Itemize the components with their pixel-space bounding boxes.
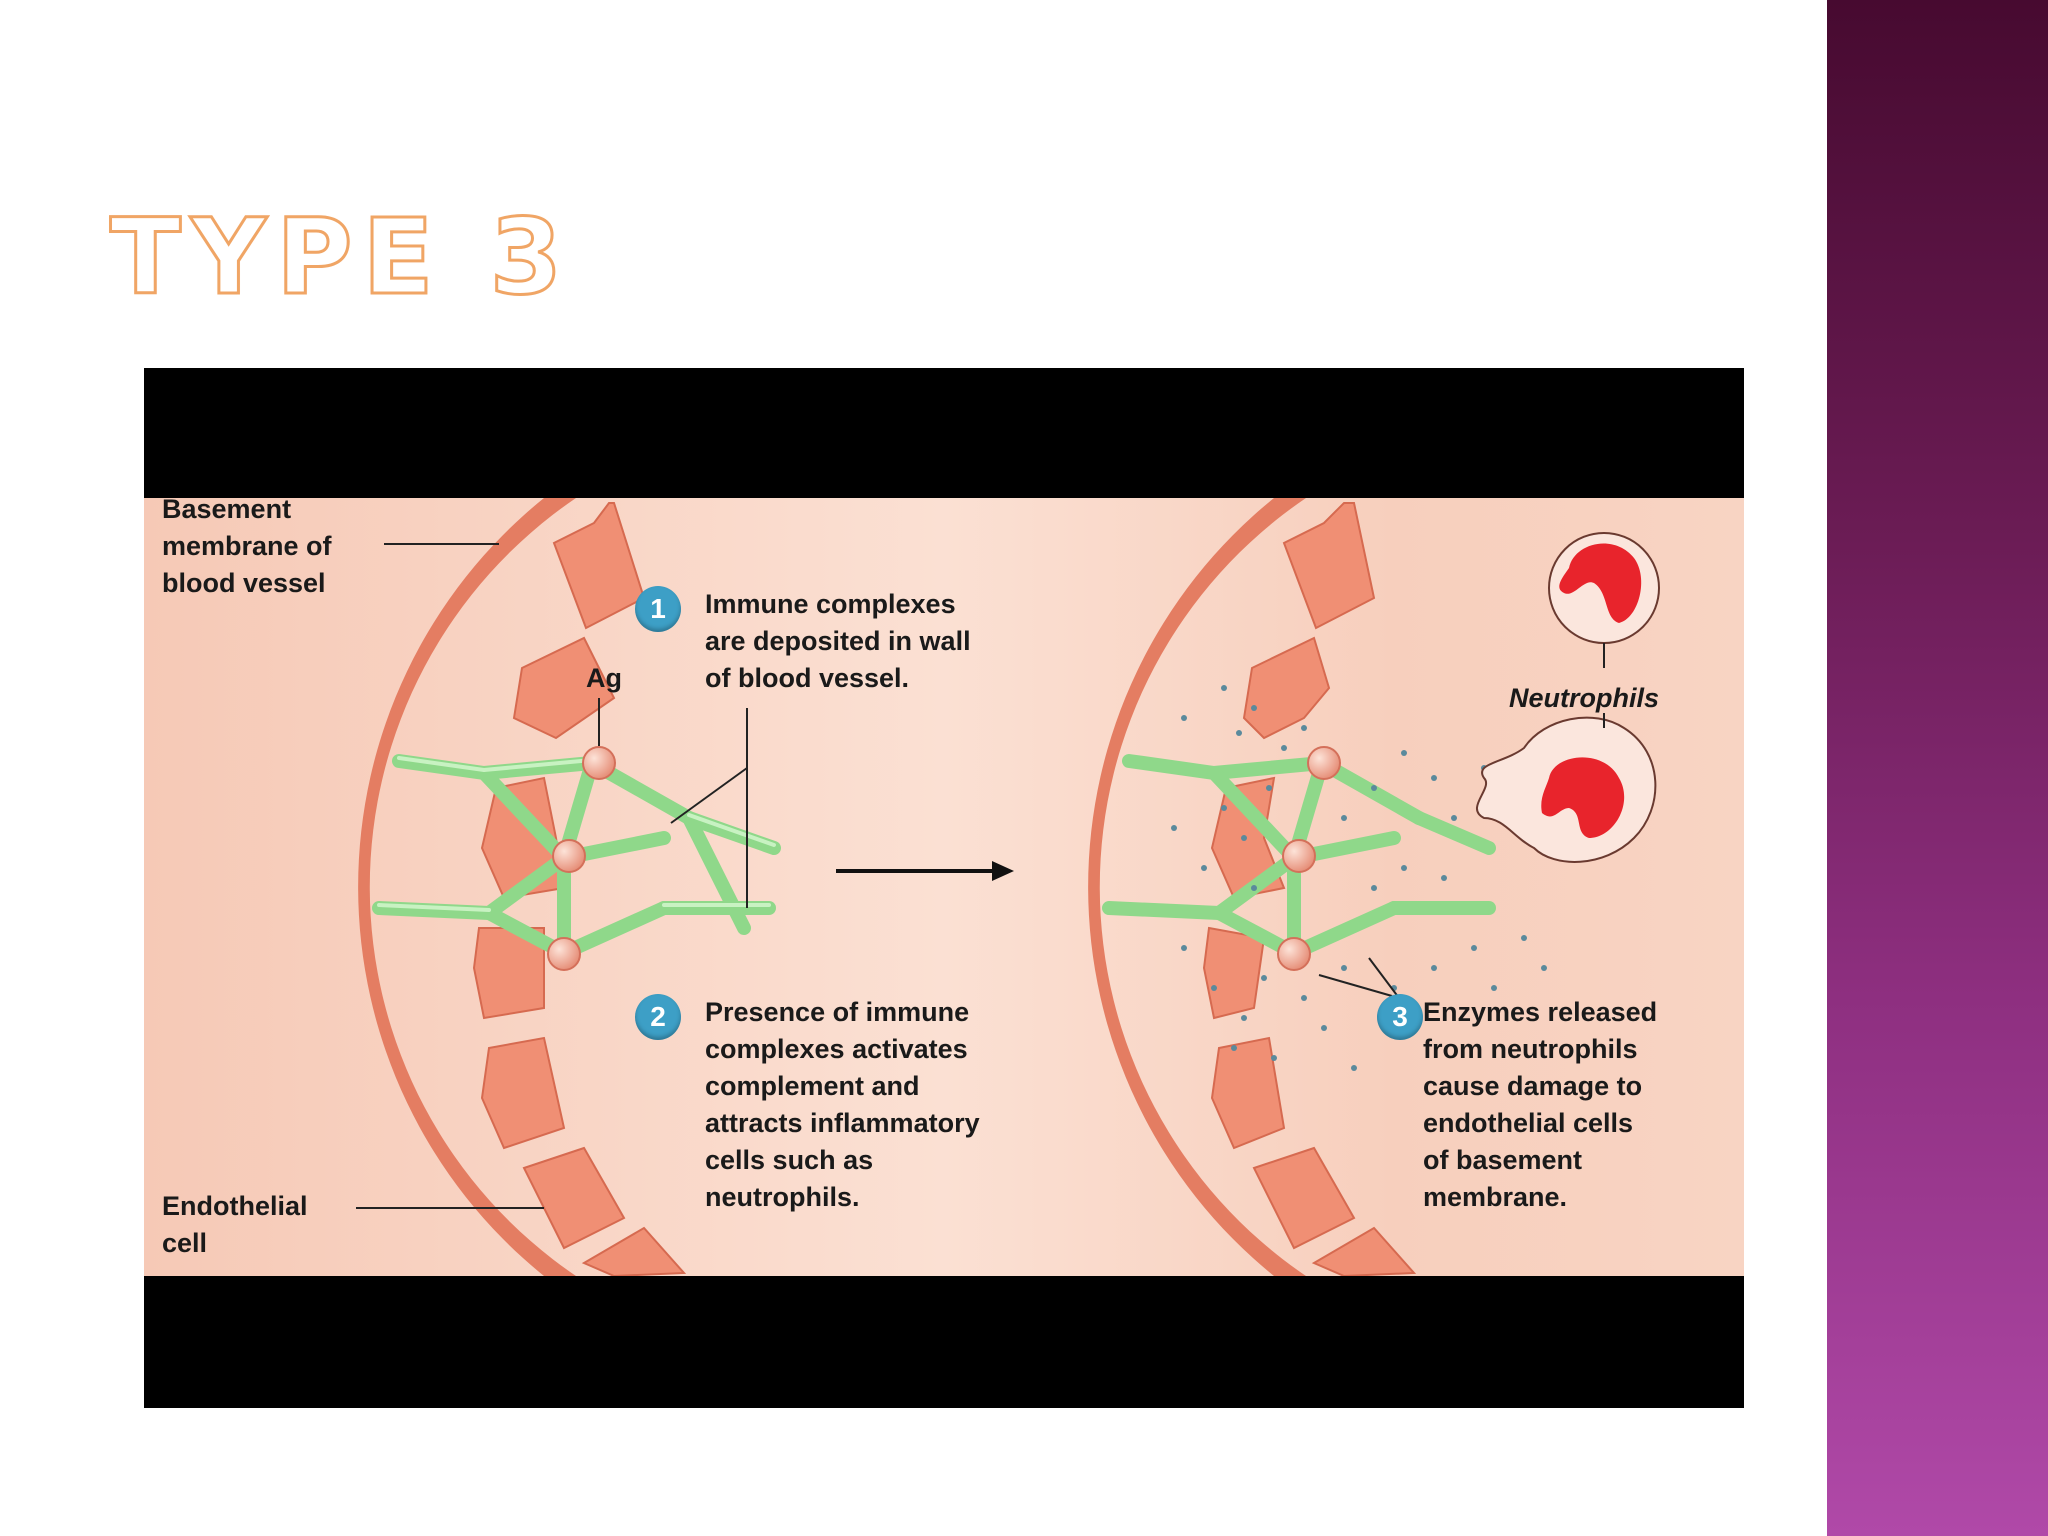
diagram-artwork: [144, 498, 1744, 1276]
transition-arrow: [836, 861, 1014, 881]
antigen-sphere: [1307, 746, 1341, 780]
step-2-badge: 2: [635, 994, 681, 1040]
step-1-badge: 1: [635, 586, 681, 632]
antigen-sphere: [1277, 937, 1311, 971]
immune-complex-diagram: Basement membrane of blood vessel Endoth…: [144, 368, 1744, 1408]
right-vessel-wall: [1088, 498, 1417, 1276]
neutrophil-top: [1548, 532, 1660, 644]
antigen-sphere: [547, 937, 581, 971]
enzyme-dots: [1171, 685, 1547, 1071]
antigen-sphere: [1282, 839, 1316, 873]
neutrophils-label: Neutrophils: [1509, 683, 1660, 713]
step-2-text: Presence of immune complexes activates c…: [705, 997, 980, 1212]
neutrophil-bottom: [1476, 716, 1657, 863]
step-1-text: Immune complexes are deposited in wall o…: [705, 589, 971, 693]
antigen-sphere: [552, 839, 586, 873]
endothelial-cell-label: Endothelial cell: [162, 1191, 308, 1258]
step-3-badge: 3: [1377, 994, 1423, 1040]
antigen-label: Ag: [586, 663, 622, 693]
step-3-text: Enzymes released from neutrophils cause …: [1423, 997, 1658, 1212]
diagram-panel-background: [144, 498, 1744, 1276]
leader-lines: [356, 543, 1605, 1209]
slide-title: TYPE 3: [108, 196, 573, 318]
left-immune-complex-highlight: [377, 756, 776, 912]
basement-membrane-label: Basement membrane of blood vessel: [162, 494, 332, 598]
decorative-side-bar: [1827, 0, 2048, 1536]
antigen-sphere: [582, 746, 616, 780]
